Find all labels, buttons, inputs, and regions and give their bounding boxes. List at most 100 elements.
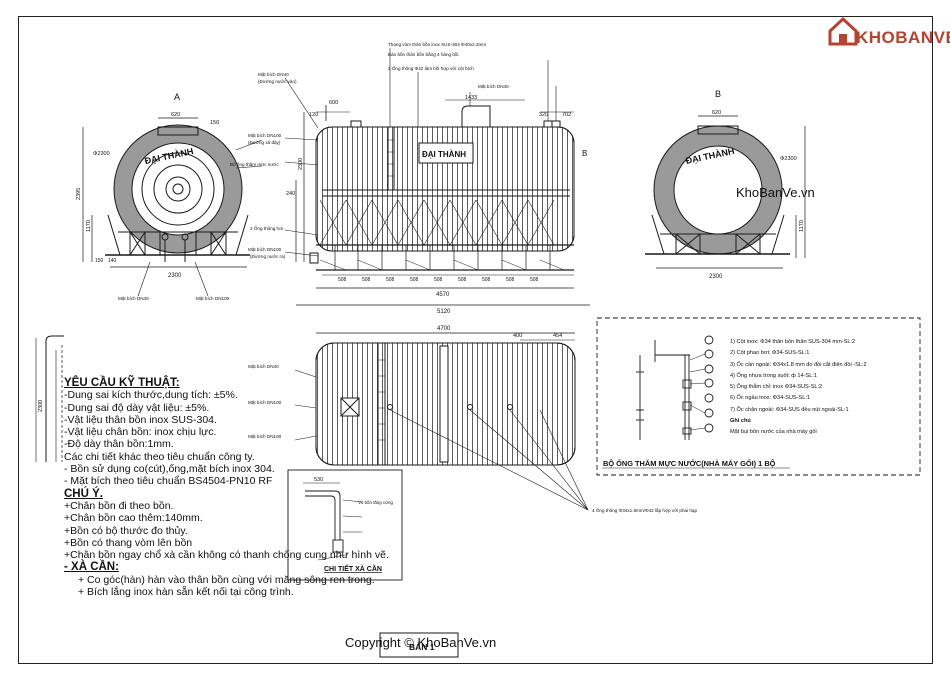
legend-item: 3) Ốc cần ngoài: Φ34x1.8 mm đo đồi cắt đ… xyxy=(730,361,867,368)
bay-dim: 508 xyxy=(482,277,491,283)
notes-title: YÊU CẦU KỸ THUẬT: xyxy=(64,377,180,389)
note-line: - Bồn sử dụng co(cút),ống,mặt bích inox … xyxy=(64,463,275,476)
end-view-a xyxy=(82,117,263,297)
bay-dim: 508 xyxy=(386,277,395,283)
chu-y-line: +Chân bồn đi theo bồn. xyxy=(64,499,174,512)
callout-dn40b: Mặt bích DN40 xyxy=(478,84,509,89)
house-logo-icon xyxy=(828,16,858,46)
note-line: -Dung sai độ dày vật liệu: ±5%. xyxy=(64,401,210,414)
xa-can-title: - XÀ CẦN: xyxy=(64,561,119,574)
xa-can-line: + Co góc(hàn) hàn vào thân bồn cùng với … xyxy=(78,573,375,586)
dim-left-top: 620 xyxy=(171,112,180,118)
dim-front-2300: 2300 xyxy=(298,158,304,170)
section-b-label: B xyxy=(715,89,721,99)
technical-notes: YÊU CẦU KỸ THUẬT: -Dung sai kích thước,d… xyxy=(64,377,389,598)
callout-ra: (Đường nước ra) xyxy=(250,254,286,259)
note-line: - Mặt bích theo tiêu chuẩn BS4504-PN10 R… xyxy=(64,475,273,488)
dim-left-s2: 140 xyxy=(108,258,117,264)
bay-dim: 508 xyxy=(506,277,515,283)
callout-dn40: Mặt bích DN40 xyxy=(258,72,289,77)
gauge-detail xyxy=(596,317,921,476)
chu-y-title: CHÚ Ý. xyxy=(64,487,103,500)
callouts: Thang vòm thân bồn inox SUS-304 Φ40x2.3m… xyxy=(118,42,697,513)
callout-plan-dn100: Mặt bích DN100 xyxy=(248,400,282,405)
dim-front-702: 702 xyxy=(562,112,571,118)
dim-right-d: Φ2300 xyxy=(780,156,797,162)
logo-text: KHOBANVE xyxy=(856,28,950,47)
brand-on-front: ĐẠI THÀNH xyxy=(422,150,466,159)
callout-thoat: (Đường xả đáy) xyxy=(248,140,281,145)
legend-note-title: Ghi chú xyxy=(730,418,751,425)
legend-item: 1) Cột inox: Φ34 thân bồn thân SUS-304 m… xyxy=(730,339,856,345)
note-line: -Dung sai kích thước,dung tích: ±5%. xyxy=(64,389,238,402)
bay-dim: 508 xyxy=(434,277,443,283)
bay-dim: 508 xyxy=(338,277,347,283)
dim-left-leg: 1170 xyxy=(86,220,92,232)
dim-plan-4700: 4700 xyxy=(437,326,451,332)
gauge-caption: BỘ ỐNG THĂM MỰC NƯỚC(NHÀ MÁY GỐI) 1 BỘ xyxy=(603,458,776,468)
note-line: Các chi tiết khác theo tiêu chuẩn công t… xyxy=(64,450,255,463)
dim-plan-454: 454 xyxy=(553,333,562,339)
dim-left-width: 2300 xyxy=(168,273,182,279)
dim-front-4570: 4570 xyxy=(436,292,450,298)
detail-xa-can xyxy=(287,469,403,581)
legend-item: 4) Ống nhựa trong suốt: ф 14-SL:1 xyxy=(730,372,818,379)
callout-top2: Bàn bồn thân bồn bằng 4 hàng bồi xyxy=(388,51,459,57)
callout-a-dn40: Mặt bích DN40 xyxy=(118,296,149,301)
dim-left-s1: 150 xyxy=(95,258,104,264)
callout-detail: Vỏ bồn tăng cứng xyxy=(358,500,393,505)
callout-a-dn100: Mặt bích DN100 xyxy=(196,296,230,301)
legend-item: 7) Ốc chặn ngoài: Φ34-SUS đều nút ngoài-… xyxy=(730,406,849,413)
side-ladder xyxy=(35,335,64,462)
detail-caption: CHI TIẾT XÀ CẦN xyxy=(324,563,382,573)
dim-right-leg: 1170 xyxy=(799,220,805,232)
logo: KHOBANVE xyxy=(826,14,950,54)
dim-plan-400: 400 xyxy=(513,333,522,339)
note-line: -Độ dày thân bồn:1mm. xyxy=(64,438,174,451)
section-a-label: A xyxy=(174,92,180,102)
gauge-legend: 1) Cột inox: Φ34 thân bồn thân SUS-304 m… xyxy=(730,337,867,439)
section-b-marker: B xyxy=(582,149,587,158)
sheet-box xyxy=(379,632,459,658)
callout-plan-dn100b: Mặt bích DN100 xyxy=(248,434,282,439)
callout-tham: Bộ ống thăm mức nước xyxy=(230,162,279,167)
dim-front-1433: 1433 xyxy=(465,95,477,101)
dim-front-600: 600 xyxy=(329,100,338,106)
callout-dn100: Mặt bích DN100 xyxy=(248,133,282,138)
watermark-side: KhoBanVe.vn xyxy=(736,185,815,200)
dim-left-d: Φ2300 xyxy=(93,151,110,157)
end-view-b xyxy=(645,115,806,269)
callout-vao: (Đường nước vào) xyxy=(258,79,297,84)
chu-y-line: +Chân bồn cao thêm:140mm. xyxy=(64,512,203,525)
front-view xyxy=(284,48,590,306)
gauge-box xyxy=(596,317,921,476)
callout-thong: 2 Ống thông hơi xyxy=(250,225,283,231)
dim-plan-height: 2300 xyxy=(38,400,44,412)
bay-dim: 508 xyxy=(410,277,419,283)
bay-dim: 508 xyxy=(530,277,539,283)
xa-can-line: + Bích lắng inox hàn sẵn kết nối tại côn… xyxy=(78,586,294,599)
watermark-copyright: Copyright © KhoBanVe.vn xyxy=(345,635,496,650)
callout-plan-note: 4 Ống thông Φ34x1.8mm/Φ42 lắp hợp với ph… xyxy=(592,507,697,513)
dim-left-150: 150 xyxy=(210,120,219,126)
legend-item: 6) Ốc ngầu inox: Φ34-SUS-SL:1 xyxy=(730,395,811,402)
drawing-frame xyxy=(18,16,933,664)
callout-plan-dn40: Mặt bích DN40 xyxy=(248,364,279,369)
dim-detail-530: 530 xyxy=(314,477,323,483)
dim-right-width: 2300 xyxy=(709,274,723,280)
detail-box xyxy=(287,469,403,581)
dim-front-120: 120 xyxy=(309,112,318,118)
sheet-label: BẢN 1 xyxy=(409,641,435,652)
bay-dim: 508 xyxy=(362,277,371,283)
note-line: -Vật liệu chân bồn: inox chịu lực. xyxy=(64,426,217,439)
bay-dim: 508 xyxy=(458,277,467,283)
chu-y-line: +Bồn có thang vòm lên bồn xyxy=(64,536,193,549)
callout-dn100b: Mặt bích DN100 xyxy=(248,247,282,252)
legend-item: 2) Cột phao bơi: Φ34-SUS-SL:1 xyxy=(730,350,810,357)
legend-item: 5) Ống thẳm chỉ: inox Φ34-SUS-SL:2 xyxy=(730,384,823,391)
callout-top3: 2 Ống thông Φ42 làm bồi hợp với cột bích xyxy=(388,65,474,71)
note-line: -Vật liệu thân bồn inox SUS-304. xyxy=(64,413,217,426)
dim-right-top: 620 xyxy=(712,110,721,116)
chu-y-line: +Chân bồn ngay chổ xà cần không có thanh… xyxy=(64,549,389,562)
